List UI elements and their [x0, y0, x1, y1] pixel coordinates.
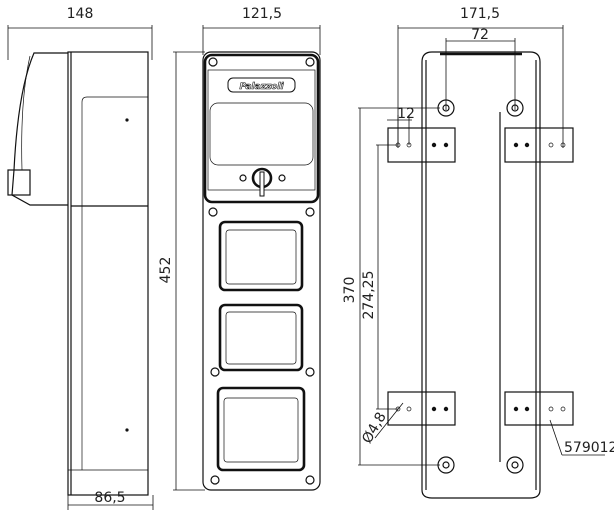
dim-label-148: 148 [67, 6, 94, 22]
part-number-label: 579012 [564, 440, 614, 456]
side-body [67, 51, 149, 496]
indicator [278, 174, 286, 182]
bracket-bottom-right [504, 391, 574, 426]
front-view: 121,5 452 Palazzoli [158, 6, 321, 491]
dim-label-121-5: 121,5 [242, 6, 282, 22]
side-view: 148 86,5 [7, 6, 154, 510]
brackets [387, 127, 574, 426]
screws [208, 57, 315, 485]
mounting-holes [437, 99, 524, 474]
brand-logo-text: Palazzoli [239, 82, 284, 92]
screw-dot [125, 118, 129, 122]
dim-label-12: 12 [397, 106, 415, 122]
socket-module-2 [218, 303, 304, 372]
indicator [239, 174, 247, 182]
cover-edge [21, 55, 31, 171]
side-cover [11, 52, 68, 206]
dim-label-86-5: 86,5 [94, 490, 125, 506]
leader-line [374, 402, 404, 439]
dim-label-452: 452 [158, 257, 174, 284]
socket-module-3 [216, 386, 306, 472]
brand-logo [227, 77, 296, 93]
side-panel-upper [81, 96, 148, 205]
knob-handle [259, 171, 265, 197]
side-knob [7, 169, 31, 196]
mounting-frame [421, 51, 541, 499]
socket-module-1 [218, 220, 304, 292]
top-unit [203, 53, 320, 204]
leader-line [549, 419, 563, 456]
dim-label-274-25: 274,25 [361, 271, 377, 320]
bracket-bottom-left [387, 391, 456, 426]
screw-dot [125, 428, 129, 432]
dim-label-72: 72 [471, 27, 489, 43]
dim-label-370: 370 [342, 277, 358, 304]
window [209, 102, 314, 166]
socket-modules [216, 220, 306, 472]
bracket-top-right [504, 127, 574, 163]
dim-label-171-5: 171,5 [460, 6, 500, 22]
rear-view: 171,5 72 [342, 6, 614, 499]
dim-label-diameter: Ø4,8 [359, 410, 390, 447]
front-body [202, 51, 321, 491]
